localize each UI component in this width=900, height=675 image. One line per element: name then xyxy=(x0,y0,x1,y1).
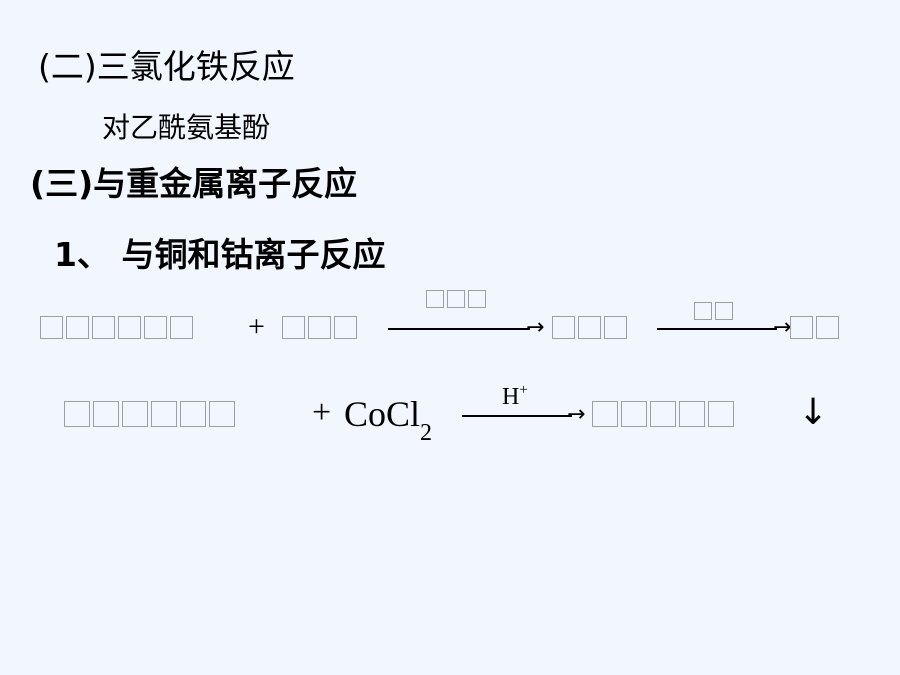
equation-2-condition-superscript: + xyxy=(519,382,528,398)
equation-2-reagent-formula: CoCl xyxy=(344,394,421,434)
equation-2-arrow xyxy=(462,415,572,417)
equation-2-condition-symbol: H xyxy=(502,384,520,410)
equation-2-reagent-subscript: 2 xyxy=(420,420,433,446)
equation-1-arrow-2 xyxy=(657,328,777,330)
equation-2-reagent: CoCl2 xyxy=(344,393,432,446)
equation-1-arrow-2-head: → xyxy=(773,315,792,340)
section-heading-ferric-chloride: (二)三氯化铁反应 xyxy=(38,47,295,86)
equation-2-plus: + xyxy=(312,394,332,431)
equation-1-reactant-placeholder xyxy=(40,316,193,339)
equation-1-arrow-1-head: → xyxy=(526,315,545,340)
precipitate-arrow-icon: ↓ xyxy=(798,392,829,433)
equation-2-product-placeholder xyxy=(592,401,734,427)
equation-1-condition-2-placeholder xyxy=(694,302,733,320)
equation-1-arrow-1 xyxy=(388,328,530,330)
equation-2-reactant-placeholder xyxy=(64,401,235,427)
equation-2-arrow-head: → xyxy=(567,402,586,427)
section-heading-heavy-metal: (三)与重金属离子反应 xyxy=(30,164,358,203)
equation-1-product-placeholder xyxy=(790,316,839,339)
equation-1-reagent-placeholder xyxy=(282,316,357,339)
equation-1-plus: + xyxy=(248,310,265,343)
equation-1-condition-placeholder xyxy=(426,290,486,308)
compound-name: 对乙酰氨基酚 xyxy=(102,111,271,144)
equation-1-intermediate-placeholder xyxy=(552,316,627,339)
list-item-copper-cobalt: 1、 与铜和钴离子反应 xyxy=(54,235,386,274)
equation-2-condition: H+ xyxy=(502,382,528,411)
